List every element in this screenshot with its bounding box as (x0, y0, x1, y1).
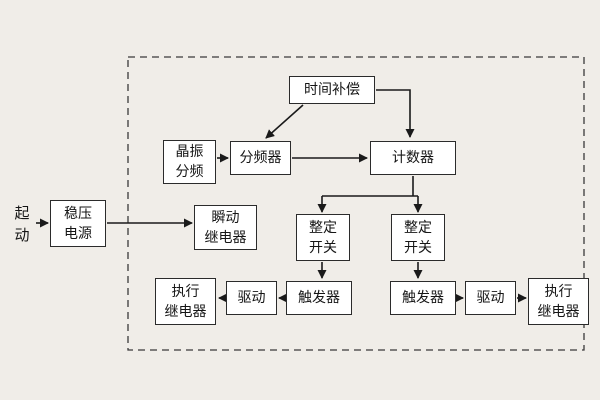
dashed-boundary (127, 56, 585, 351)
node-exec-relay-left: 执行 继电器 (155, 278, 216, 325)
node-drive-left: 驱动 (226, 281, 277, 315)
arrow-timecomp-to-counter (376, 89, 415, 138)
node-trigger-right: 触发器 (390, 281, 456, 315)
node-drive-right: 驱动 (465, 281, 516, 315)
node-setting-switch-left: 整定 开关 (296, 214, 350, 261)
node-counter: 计数器 (370, 141, 456, 175)
node-setting-switch-right: 整定 开关 (391, 214, 445, 261)
start-label: 起 动 (14, 204, 30, 245)
node-trigger-left: 触发器 (286, 281, 352, 315)
node-exec-relay-right: 执行 继电器 (528, 278, 589, 325)
node-time-compensation: 时间补偿 (289, 76, 375, 104)
node-crystal-divider: 晶振 分频 (163, 140, 216, 184)
arrow-timecomp-to-divider (265, 104, 304, 139)
node-instant-relay: 瞬动 继电器 (194, 205, 257, 250)
node-frequency-divider: 分频器 (230, 141, 291, 175)
node-power-supply: 稳压 电源 (50, 200, 106, 247)
